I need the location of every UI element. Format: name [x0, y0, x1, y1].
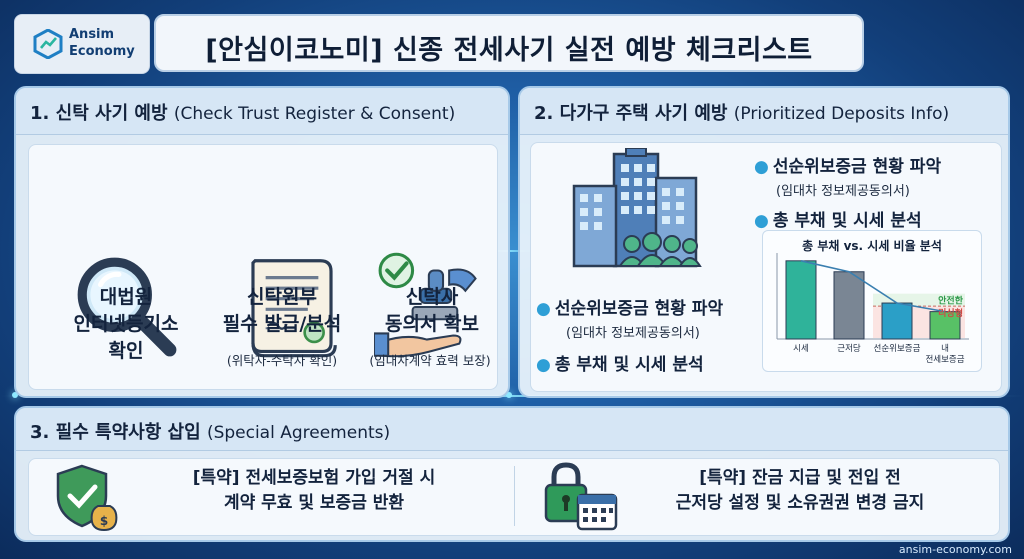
- section-divider: [514, 466, 515, 526]
- bullet-text: 선순위보증금 현황 파악: [554, 299, 724, 319]
- item-line: 확인: [108, 340, 144, 362]
- chart-x-tick-label: 내: [941, 344, 949, 354]
- bullet-debt-analysis: ●총 부채 및 시세 분석: [754, 206, 922, 231]
- section-trust-fraud: 1. 신탁 사기 예방 (Check Trust Register & Cons…: [14, 86, 510, 398]
- shield-money-icon: $: [56, 464, 118, 532]
- agreement-line: 근저당 설정 및 소유권권 변경 금지: [675, 493, 925, 513]
- chart-bar: [881, 302, 913, 340]
- section-title-en: (Special Agreements): [206, 423, 391, 443]
- bullet-text: 선순위보증금 현황 파악: [772, 157, 942, 177]
- agreement-line: 계약 무효 및 보증금 반환: [223, 493, 405, 513]
- background-light-line: [480, 250, 540, 252]
- bullet-dot-icon: ●: [754, 211, 769, 231]
- bullet-dot-icon: ●: [536, 299, 551, 319]
- bullet-text: 총 부채 및 시세 분석: [772, 211, 922, 231]
- background-light-dot: [506, 392, 512, 398]
- chart-x-tick-label: 선순위보증금: [874, 344, 921, 354]
- bullet-text: 총 부채 및 시세 분석: [554, 355, 704, 375]
- item-label-trust-doc: 신탁원부 필수 발급/분석: [202, 284, 362, 338]
- section-title-ko: 1. 신탁 사기 예방: [30, 103, 168, 124]
- footer-url[interactable]: ansim-economy.com: [898, 543, 1012, 556]
- chart-bar: [929, 311, 961, 340]
- page-title: [안심이코노미] 신종 전세사기 실전 예방 체크리스트: [205, 35, 813, 66]
- section-header: 3. 필수 특약사항 삽입 (Special Agreements): [16, 408, 1008, 451]
- bullet-dot-icon: ●: [536, 355, 551, 375]
- section-title-en: (Prioritized Deposits Info): [733, 104, 950, 124]
- chart-annotation: 안전한: [938, 295, 964, 307]
- section-header: 2. 다가구 주택 사기 예방 (Prioritized Deposits In…: [520, 88, 1008, 135]
- svg-text:$: $: [100, 514, 108, 528]
- item-line: 필수 발급/분석: [222, 313, 342, 335]
- bullet-dot-icon: ●: [754, 157, 769, 177]
- bullet-prior-deposit: ●선순위보증금 현황 파악: [536, 294, 723, 319]
- agreement-mortgage: [특약] 잔금 지급 및 전입 전 근저당 설정 및 소유권권 변경 금지: [620, 466, 980, 516]
- item-sub-consent: (임대차계약 효력 보장): [369, 353, 491, 368]
- section-header: 1. 신탁 사기 예방 (Check Trust Register & Cons…: [16, 88, 508, 135]
- section-title-en: (Check Trust Register & Consent): [173, 104, 456, 124]
- chart-title: 총 부채 vs. 시세 비율 분석: [802, 239, 942, 253]
- background-light-dot: [12, 392, 18, 398]
- section-title-ko: 3. 필수 특약사항 삽입: [30, 422, 201, 443]
- logo-line2: Economy: [69, 44, 135, 59]
- logo[interactable]: Ansim Economy: [14, 14, 150, 74]
- logo-text: Ansim Economy: [69, 26, 135, 60]
- chart-bar: [833, 271, 865, 340]
- chart-bar: [785, 260, 817, 340]
- background-light-line: [0, 395, 1024, 397]
- agreement-line: [특약] 잔금 지급 및 전입 전: [699, 468, 901, 488]
- section-title: 2. 다가구 주택 사기 예방 (Prioritized Deposits In…: [534, 99, 949, 125]
- item-line: 대법원: [99, 286, 153, 308]
- item-line: 신탁원부: [247, 286, 317, 308]
- title-box: [안심이코노미] 신종 전세사기 실전 예방 체크리스트: [154, 14, 864, 72]
- chart-x-tick-label: 시세: [793, 344, 809, 354]
- item-sub-trust-doc: (위탁자-수탁자 확인): [226, 353, 338, 368]
- chart-x-tick-label: 근저당: [837, 343, 861, 354]
- chart-x-tick-label: 전세보증금: [925, 354, 964, 365]
- bullet-prior-deposit: ●선순위보증금 현황 파악: [754, 152, 941, 177]
- item-line: 인터넷등기소: [73, 313, 179, 335]
- item-label-consent: 신탁사 동의서 확보: [362, 284, 502, 338]
- magnifier-icon: [77, 257, 177, 357]
- section-special-agreements: 3. 필수 특약사항 삽입 (Special Agreements) $ [특약…: [14, 406, 1010, 542]
- stamp-icon: [374, 252, 477, 358]
- bullet-sub: (임대차 정보제공동의서): [566, 326, 700, 341]
- buildings-icon: [572, 148, 702, 268]
- logo-line1: Ansim: [69, 27, 115, 42]
- document-icon: [251, 259, 337, 358]
- agreement-insurance: [특약] 전세보증보험 가입 거절 시 계약 무효 및 보증금 반환: [124, 466, 504, 516]
- item-line: 신탁사: [405, 286, 459, 308]
- item-label-registry: 대법원 인터넷등기소 확인: [58, 284, 194, 365]
- section-title-ko: 2. 다가구 주택 사기 예방: [534, 103, 728, 124]
- section-multi-family-fraud: 2. 다가구 주택 사기 예방 (Prioritized Deposits In…: [518, 86, 1010, 398]
- logo-hexagon-icon: [33, 29, 63, 59]
- chart-trend-line: [800, 260, 946, 313]
- lock-calendar-icon: [544, 462, 618, 531]
- section-title: 3. 필수 특약사항 삽입 (Special Agreements): [30, 418, 390, 444]
- bullet-sub: (임대차 정보제공동의서): [776, 184, 910, 199]
- bullet-debt-analysis: ●총 부채 및 시세 분석: [536, 350, 704, 375]
- agreement-line: [특약] 전세보증보험 가입 거절 시: [192, 468, 436, 488]
- chart-annotation: 리싱형: [938, 307, 963, 319]
- section-title: 1. 신탁 사기 예방 (Check Trust Register & Cons…: [30, 99, 455, 125]
- item-line: 동의서 확보: [384, 313, 479, 335]
